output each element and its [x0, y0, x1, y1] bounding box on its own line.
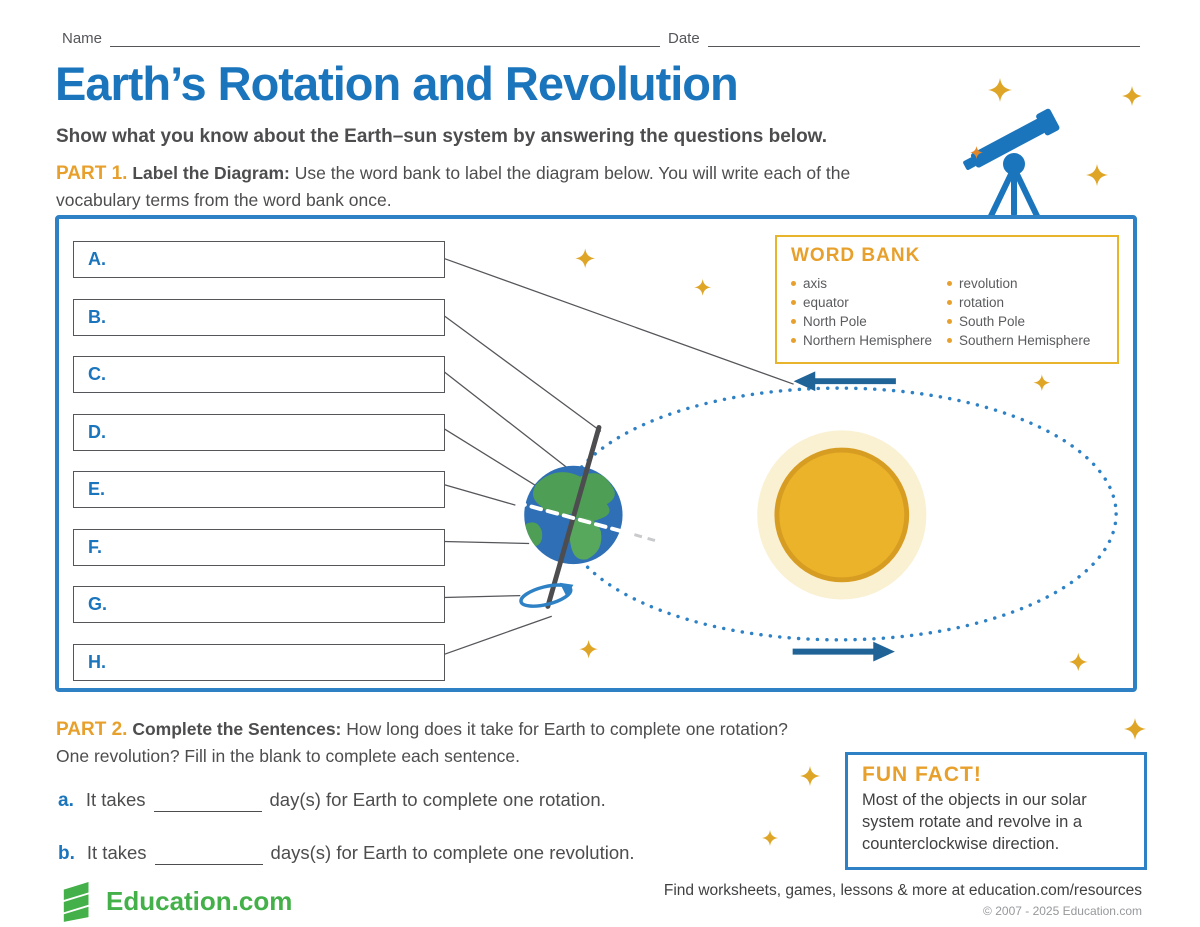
star-icon [1124, 718, 1146, 740]
blank-rotation-days[interactable] [153, 790, 262, 812]
part1-heading: Label the Diagram: [132, 163, 290, 183]
sentence-letter: b. [58, 843, 75, 864]
bullet-icon [791, 300, 796, 305]
word-bank-item: rotation [947, 295, 1103, 310]
fun-fact-title: FUN FACT! [862, 763, 982, 786]
star-icon [1086, 164, 1108, 186]
education-logo-text: Education.com [106, 885, 293, 916]
word-bank-item: Northern Hemisphere [791, 333, 947, 348]
fun-fact-box: FUN FACT! Most of the objects in our sol… [845, 752, 1147, 871]
page-subtitle: Show what you know about the Earth–sun s… [56, 126, 828, 147]
part1-label: PART 1. [56, 163, 128, 184]
blank-revolution-days[interactable] [154, 843, 263, 865]
connector-lines [443, 257, 794, 656]
word-bank-item: revolution [947, 276, 1103, 291]
part1-text: Use the word bank to label the diagram b… [56, 163, 851, 210]
answer-letter: A. [88, 249, 106, 269]
fun-fact-text: Most of the objects in our solar system … [862, 791, 1087, 853]
star-icon [800, 766, 820, 786]
star-icon [988, 78, 1012, 102]
answer-box-c[interactable]: C. [73, 356, 445, 393]
education-logo-icon [63, 882, 89, 922]
star-icon [1068, 652, 1088, 672]
part2-text: How long does it take for Earth to compl… [56, 719, 788, 766]
star-icon [1122, 86, 1142, 106]
label-diagram-panel: A. B. C. D. E. F. G. H. WORD BANK axis e… [55, 215, 1137, 692]
answer-box-h[interactable]: H. [73, 644, 445, 681]
answer-box-d[interactable]: D. [73, 414, 445, 451]
bullet-icon [791, 338, 796, 343]
bullet-icon [791, 319, 796, 324]
telescope-icon [963, 108, 1060, 221]
rotation-arrow [519, 582, 574, 608]
answer-letter: H. [88, 652, 106, 672]
date-label: Date [668, 30, 700, 47]
revolution-arrow-bottom [792, 641, 895, 662]
answer-letter: D. [88, 422, 106, 442]
page-title: Earth’s Rotation and Revolution [55, 57, 739, 110]
answer-box-g[interactable]: G. [73, 586, 445, 623]
sun [774, 447, 910, 583]
sentence-b: b. It takes days(s) for Earth to complet… [58, 842, 635, 865]
star-icon [579, 639, 598, 659]
word-bank-item: Southern Hemisphere [947, 333, 1103, 348]
bullet-icon [947, 319, 952, 324]
footer-resources-text: Find worksheets, games, lessons & more a… [663, 882, 1142, 899]
orbit-path [559, 386, 1118, 642]
date-field: Date [668, 30, 1140, 47]
answer-letter: F. [88, 537, 103, 557]
star-icon [694, 278, 712, 296]
sentence-pre: It takes [85, 789, 146, 810]
part1-instructions: PART 1. Label the Diagram: Use the word … [56, 160, 916, 213]
sentence-a: a. It takes day(s) for Earth to complete… [58, 789, 606, 812]
sentence-post: days(s) for Earth to complete one revolu… [270, 842, 635, 863]
earth-sun-diagram [443, 248, 1118, 672]
sentence-pre: It takes [86, 842, 147, 863]
star-icon [762, 830, 778, 846]
answer-box-a[interactable]: A. [73, 241, 445, 278]
bullet-icon [791, 281, 796, 286]
bullet-icon [947, 300, 952, 305]
word-bank-item: South Pole [947, 314, 1103, 329]
answer-box-f[interactable]: F. [73, 529, 445, 566]
date-input-line[interactable] [707, 31, 1140, 47]
answer-box-b[interactable]: B. [73, 299, 445, 336]
footer-copyright: © 2007 - 2025 Education.com [983, 904, 1142, 918]
part2-heading: Complete the Sentences: [132, 719, 342, 739]
star-icon [575, 248, 596, 269]
sentence-letter: a. [58, 790, 74, 811]
word-bank-item: North Pole [791, 314, 947, 329]
word-bank-item: axis [791, 276, 947, 291]
word-bank-item: equator [791, 295, 947, 310]
answer-letter: C. [88, 364, 106, 384]
answer-box-e[interactable]: E. [73, 471, 445, 508]
name-input-line[interactable] [110, 31, 660, 47]
bullet-icon [947, 281, 952, 286]
sentence-post: day(s) for Earth to complete one rotatio… [269, 789, 606, 810]
education-logo: Education.com [60, 880, 292, 922]
word-bank-title: WORD BANK [791, 245, 921, 266]
star-icon [1033, 374, 1051, 392]
word-bank: WORD BANK axis equator North Pole Northe… [775, 235, 1119, 364]
part2-label: PART 2. [56, 719, 128, 740]
answer-letter: B. [88, 307, 106, 327]
name-label: Name [62, 30, 103, 47]
part2-instructions: PART 2. Complete the Sentences: How long… [56, 716, 801, 769]
earth-continents [525, 472, 615, 560]
equator-line [513, 500, 633, 536]
answer-letter: E. [88, 479, 106, 499]
equator-line-extension [633, 533, 656, 542]
revolution-arrow-top [793, 371, 896, 392]
answer-letter: G. [88, 594, 108, 614]
star-icon [970, 146, 983, 159]
bullet-icon [947, 338, 952, 343]
name-field: Name [62, 30, 660, 47]
